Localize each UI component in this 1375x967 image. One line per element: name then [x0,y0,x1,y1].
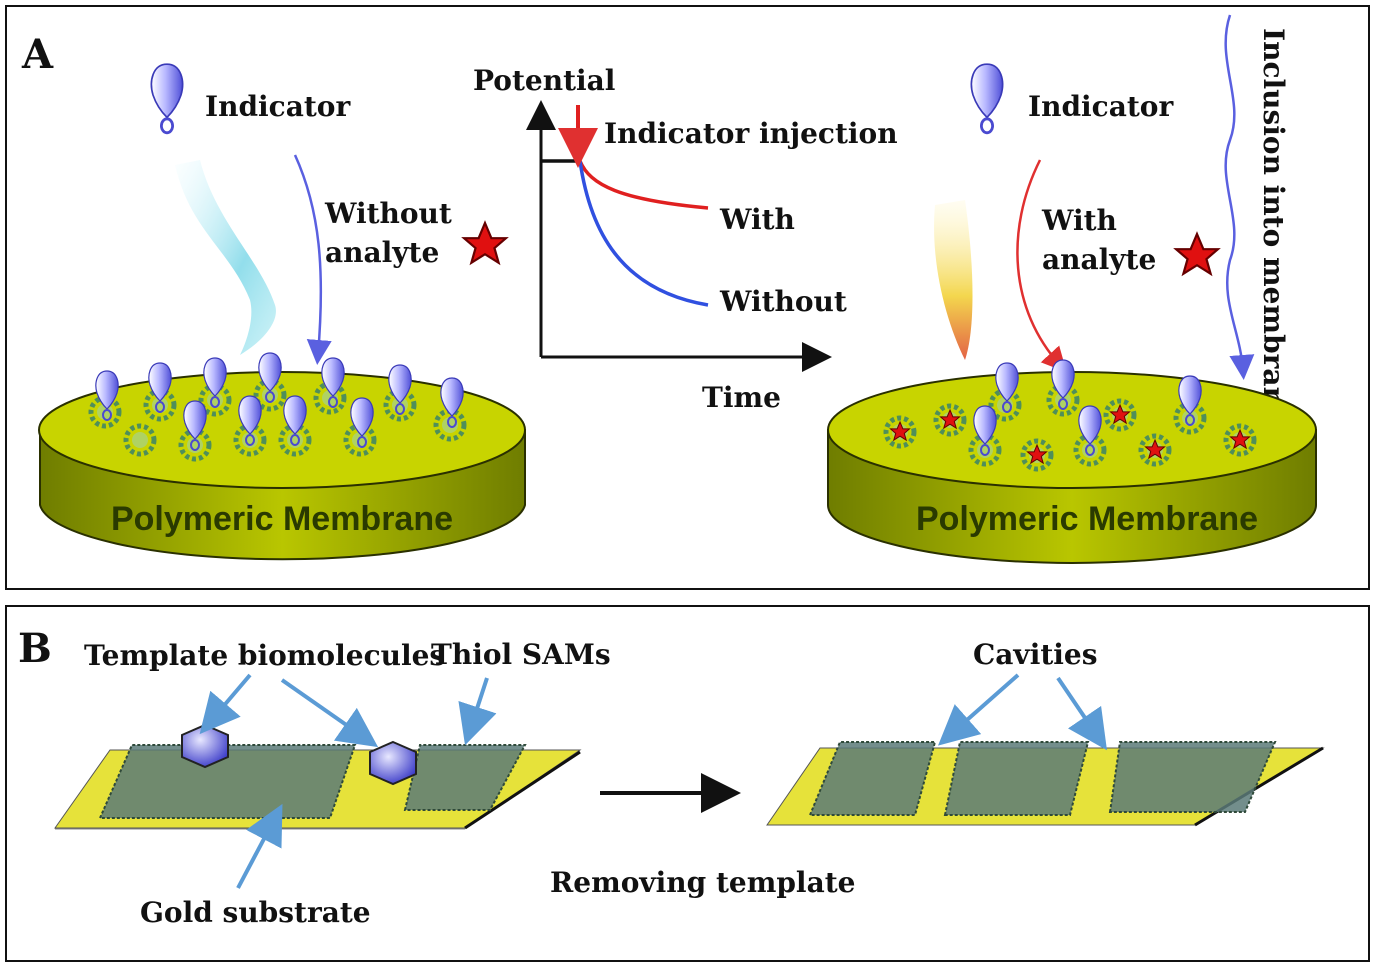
left-indicator-icon [150,62,184,135]
left-descent-arrow [293,154,332,365]
left-indicator-label: Indicator [205,90,351,123]
right-indicator-icon [970,62,1004,135]
gold-arrow [236,803,283,889]
right-condition-line1: With [1041,204,1117,237]
thiol-label: Thiol SAMs [431,638,611,671]
left-analyte-star-icon [463,221,507,264]
curve-without-label: Without [719,285,847,318]
potential-time-graph [526,100,832,372]
injection-label: Indicator injection [604,117,898,150]
template-biomolecule-hexagon-1 [181,723,229,769]
inclusion-wavy-arrow [1224,14,1255,380]
template-biomolecule-hexagon-2 [369,740,417,786]
graph-x-label: Time [702,381,781,414]
curve-without-line [578,160,709,307]
right-analyte-star-icon [1174,232,1220,275]
panel-b-frame [5,605,1370,962]
template-arrow-1 [199,673,252,735]
template-arrow-2 [280,678,379,748]
gold-label: Gold substrate [140,896,371,929]
panel-a-letter: A [21,31,54,78]
curve-with-line [578,160,709,210]
graph-y-label: Potential [473,64,615,97]
thiol-sam-layer-left [98,744,527,819]
panel-a-frame [5,5,1370,590]
right-condition-line2: analyte [1042,243,1156,276]
left-condition-line1: Without [324,197,452,230]
cavity-arrow-1 [938,673,1020,746]
panel-b-letter: B [18,625,52,672]
inclusion-label: Inclusion into membrane [1257,28,1290,425]
right-indicator-label: Indicator [1028,90,1174,123]
right-descent-arrow [1016,159,1067,373]
template-label: Template biomolecules [84,639,445,672]
thiol-arrow [458,677,497,746]
right-membrane-label: Polymeric Membrane [916,500,1258,538]
left-membrane-label: Polymeric Membrane [111,500,453,538]
left-indicator-stream [175,160,276,355]
cavities-label: Cavities [973,638,1097,671]
cavity-arrow-2 [1056,676,1107,751]
right-membrane: Polymeric Membrane [827,371,1317,564]
right-indicator-stream [934,200,973,360]
step-label: Removing template [550,866,855,899]
curve-with-label: With [719,203,795,236]
left-condition-line2: analyte [325,236,439,269]
thiol-sam-layer-right [808,741,1277,816]
